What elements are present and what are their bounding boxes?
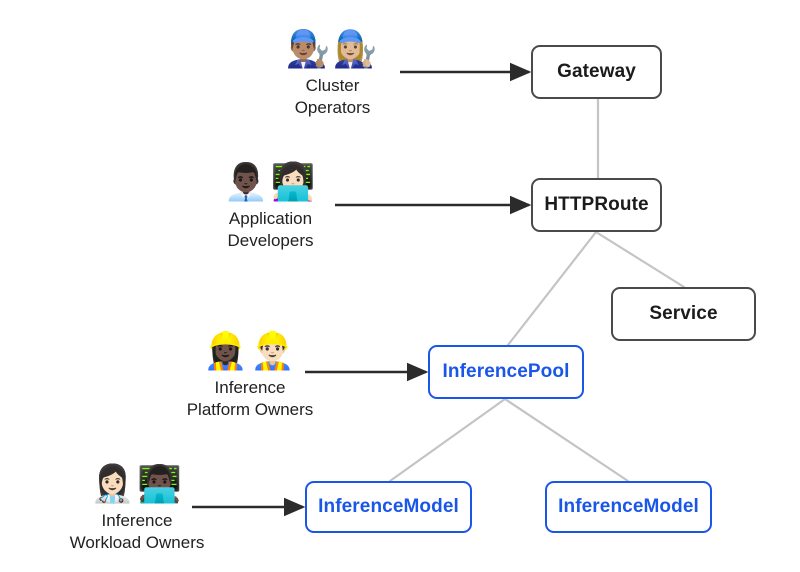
connector-pool-to-model-left [388, 397, 507, 483]
persona-arrow-lines [192, 62, 532, 517]
node-httproute[interactable]: HTTPRoute [531, 178, 662, 232]
actor-label-line1: Inference [214, 378, 286, 397]
node-label: InferenceModel [318, 496, 459, 517]
node-label: InferenceModel [558, 496, 699, 517]
actor-label-line2: Developers [227, 231, 314, 250]
woman-construction-worker-icon: 👷🏿‍♀️👷🏻‍♂️ [203, 331, 297, 372]
actor-label-line2: Workload Owners [69, 533, 205, 552]
node-model-left[interactable]: InferenceModel [305, 481, 472, 533]
node-label: Gateway [557, 61, 636, 82]
node-gateway[interactable]: Gateway [531, 45, 662, 99]
node-service[interactable]: Service [611, 287, 756, 341]
actor-label-line1: Cluster [305, 76, 360, 95]
node-label: Service [649, 303, 718, 324]
node-label: HTTPRoute [544, 194, 649, 215]
node-pool[interactable]: InferencePool [428, 345, 584, 399]
man-mechanic-icon: 👨🏽‍🔧👩🏼‍🔧 [285, 29, 380, 70]
actor-label-line2: Operators [294, 98, 371, 117]
actor-label-line1: Inference [101, 511, 173, 530]
actor-label-line2: Platform Owners [186, 400, 314, 419]
woman-health-worker-icon: 👩🏻‍⚕️👨🏿‍💻 [90, 464, 184, 505]
connector-httproute-to-service [594, 230, 686, 289]
man-office-worker-icon: 👨🏿‍💼👩🏻‍💻 [223, 162, 318, 203]
actor-label-line1: Application [228, 209, 313, 228]
node-model-right[interactable]: InferenceModel [545, 481, 712, 533]
connector-pool-to-model-right [503, 397, 630, 483]
node-label: InferencePool [442, 361, 570, 382]
connector-httproute-to-pool [506, 230, 598, 347]
